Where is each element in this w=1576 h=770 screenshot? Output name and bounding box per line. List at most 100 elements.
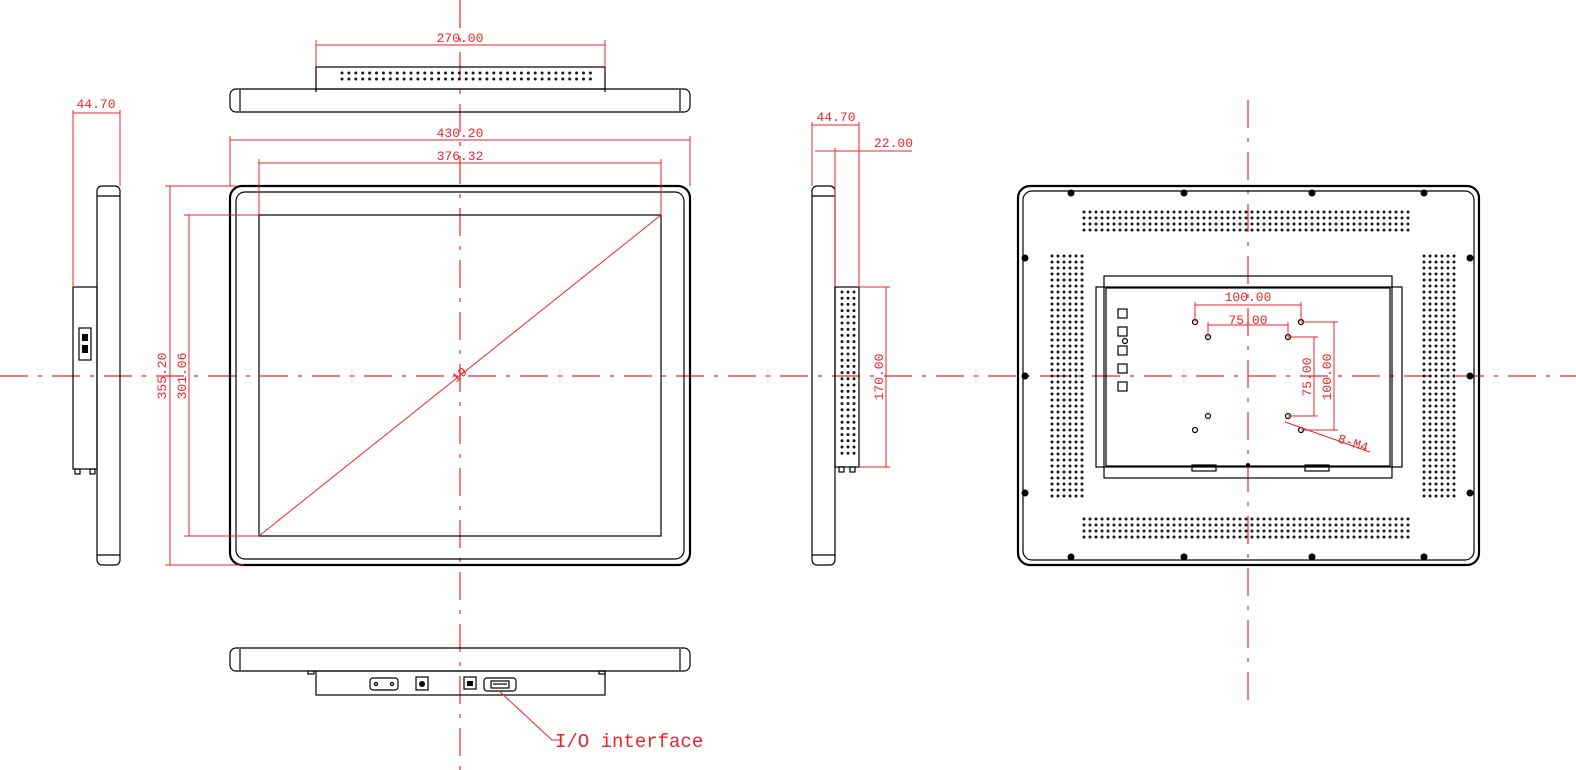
vent-hole [1446,434,1450,438]
dim-label-vesa-100-h: 100.00 [1225,290,1272,305]
vent-hole [1062,470,1066,474]
vent-hole [1422,458,1426,462]
vent-hole [1422,410,1426,414]
vent-hole [478,71,482,75]
vent-hole [1056,326,1060,330]
vent-hole [1340,210,1344,214]
vent-hole [1256,529,1260,533]
vent-hole [1094,535,1098,539]
vent-hole [1074,476,1078,480]
vent-hole [1056,302,1060,306]
vent-hole [1184,210,1188,214]
vent-hole [1286,529,1290,533]
vent-hole [1440,350,1444,354]
vent-hole [1394,523,1398,527]
vent-hole [1422,416,1426,420]
vent-hole [852,296,856,300]
vent-hole [1452,428,1456,432]
vent-hole [1328,210,1332,214]
vent-hole [1274,216,1278,220]
vent-hole [1268,228,1272,232]
vent-hole [1080,260,1084,264]
vent-hole [1056,470,1060,474]
vent-hole [1340,222,1344,226]
vent-hole [1056,266,1060,270]
vent-hole [1226,228,1230,232]
vent-hole [1172,222,1176,226]
vent-hole [1142,535,1146,539]
vent-hole [1428,482,1432,486]
vent-hole [1050,308,1054,312]
vent-hole [1292,216,1296,220]
vent-hole [1428,266,1432,270]
vent-hole [1428,440,1432,444]
vent-hole [1340,216,1344,220]
io-interface-callout: I/O interface [497,689,703,753]
vent-hole [1346,228,1350,232]
vent-hole [1080,332,1084,336]
vent-hole [1080,302,1084,306]
vent-hole [1184,529,1188,533]
vent-hole [1446,344,1450,348]
vent-hole [1434,344,1438,348]
vent-hole [1074,404,1078,408]
vent-hole [1062,266,1066,270]
vent-hole [840,408,844,412]
vent-hole [1062,296,1066,300]
vent-hole [1068,356,1072,360]
vent-hole [478,77,482,81]
vent-hole [1346,210,1350,214]
vent-hole [1446,482,1450,486]
vent-hole [1160,517,1164,521]
vent-hole [1346,517,1350,521]
vent-hole [1112,216,1116,220]
vent-hole [1082,216,1086,220]
vent-hole [1428,464,1432,468]
vent-hole [1382,228,1386,232]
dim-label-170: 170.00 [872,354,887,401]
vent-hole [1422,344,1426,348]
vent-hole [1452,296,1456,300]
vent-hole [1292,222,1296,226]
dim-bracket-height: 170.00 [859,286,890,468]
mount-hole [1067,553,1075,561]
vent-hole [1068,392,1072,396]
vent-hole [1100,222,1104,226]
vent-hole [1440,290,1444,294]
vent-hole [1080,482,1084,486]
vent-hole [1256,210,1260,214]
vent-hole [1434,416,1438,420]
vent-hole [1422,278,1426,282]
vent-hole [1310,216,1314,220]
vent-hole [1062,284,1066,288]
vent-hole [840,371,844,375]
vent-hole [1148,535,1152,539]
vent-hole [1178,222,1182,226]
vent-hole [1328,523,1332,527]
vent-hole [1062,278,1066,282]
vent-hole [1244,210,1248,214]
rear-view: 100.00 75.00 75.00 100.00 8-M4 [1016,184,1481,567]
vent-hole [1056,446,1060,450]
vent-hole [1262,535,1266,539]
vent-hole [1440,260,1444,264]
vent-hole [519,77,523,81]
vent-hole [1100,216,1104,220]
vent-hole [1292,210,1296,214]
vent-hole [1074,350,1078,354]
vent-hole [852,371,856,375]
vent-hole [1050,254,1054,258]
vent-hole [1440,386,1444,390]
vent-hole [1452,320,1456,324]
vent-hole [347,71,351,75]
vent-hole [1130,517,1134,521]
vent-hole [846,426,850,430]
vent-hole [1428,326,1432,330]
vent-hole [1238,222,1242,226]
vent-hole [1080,254,1084,258]
vent-hole [1428,380,1432,384]
vent-hole [1376,222,1380,226]
vent-hole [437,77,441,81]
left-side-view [72,185,121,566]
vent-hole [1050,470,1054,474]
